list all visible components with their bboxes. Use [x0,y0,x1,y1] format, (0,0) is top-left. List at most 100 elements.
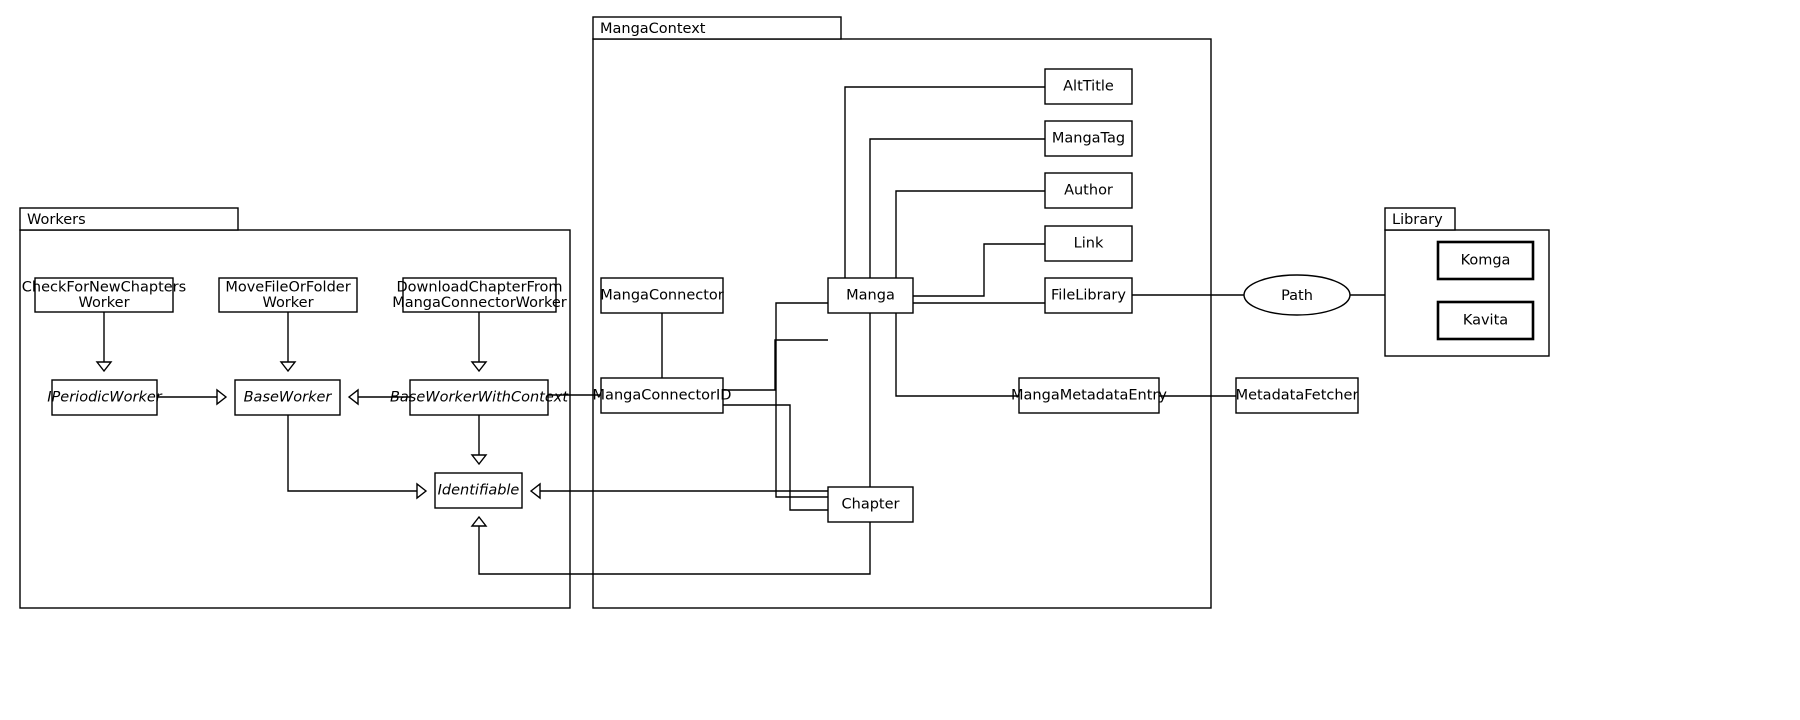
class-name-label: IPeriodicWorker [47,390,162,406]
edge-line [844,86,1045,278]
edge-line [913,243,1045,297]
edge-baseworkerwithcontext-to-identifiable [470,415,488,466]
class-box[interactable] [1044,277,1133,314]
class-box[interactable] [827,277,914,314]
class-box[interactable] [1018,377,1160,414]
inheritance-arrowhead [95,361,113,373]
class-box[interactable] [1235,377,1359,414]
class-node-mangaconnectorid[interactable]: MangaConnectorID [593,377,732,414]
class-node-author[interactable]: Author [1044,172,1133,209]
edge-line [723,339,828,391]
edge-chapter-to-identifiable [529,482,828,500]
class-node-manga[interactable]: Manga [827,277,914,314]
class-name-label: Komga [1461,253,1511,269]
class-box[interactable] [409,379,549,416]
class-box[interactable] [1044,68,1133,105]
edge-manga-to-mangatag [869,138,1045,278]
edge-manga-left-to-identifiable [775,302,828,498]
class-box[interactable] [600,377,724,414]
edge-manga-to-link [913,243,1045,297]
class-box[interactable] [34,277,174,313]
package-tab [19,207,239,231]
class-node-mangaconnector[interactable]: MangaConnector [600,277,724,314]
package-label: Workers [27,212,86,228]
inheritance-arrowhead [416,482,428,500]
edge-mangaconnectorid-to-chapter [723,404,828,511]
inheritance-arrowhead [470,361,488,373]
class-node-chapter[interactable]: Chapter [827,486,914,523]
inheritance-arrowhead [216,388,228,406]
class-name-label: MetadataFetcher [1236,388,1359,404]
class-node-baseworker[interactable]: BaseWorker [234,379,341,416]
ellipse-shape[interactable] [1243,274,1351,316]
class-box[interactable] [1436,240,1535,281]
class-box[interactable] [218,277,358,313]
package-tab [1384,207,1456,231]
class-node-link[interactable]: Link [1044,225,1133,262]
edge-iperiodicworker-to-baseworker [157,388,228,406]
class-name-label: Link [1074,236,1104,252]
edge-baseworker-to-identifiable [287,415,428,500]
class-node-kavita[interactable]: Kavita [1436,300,1535,341]
ellipse-node-path[interactable]: Path [1243,274,1351,316]
class-node-alttitle[interactable]: AltTitle [1044,68,1133,105]
class-box[interactable] [1044,172,1133,209]
class-name-label: BaseWorkerWithContext [390,390,569,406]
class-name-label: Identifiable [438,483,520,499]
class-name-label: FileLibrary [1051,288,1126,304]
package-label: Library [1392,212,1443,228]
class-name-label: Chapter [842,497,900,513]
edge-checkfornewchapters-to-iperiodicworker [95,312,113,373]
class-name-label: MangaConnector [600,288,724,304]
edge-line [478,522,871,575]
class-box[interactable] [600,277,724,314]
class-name-label: Author [1064,183,1113,199]
edge-line [869,138,1045,278]
class-box[interactable] [827,486,914,523]
edge-line [775,302,828,498]
class-node-metadatafetcher[interactable]: MetadataFetcher [1235,377,1359,414]
class-node-filelibrary[interactable]: FileLibrary [1044,277,1133,314]
edge-manga-to-mangametadataentry [895,313,1019,397]
edge-line [287,415,417,492]
class-node-iperiodicworker[interactable]: IPeriodicWorker [47,379,163,416]
class-node-mangametadataentry[interactable]: MangaMetadataEntry [1011,377,1167,414]
class-box[interactable] [402,277,557,313]
class-name-label: Manga [846,288,895,304]
edge-downloadchapter-to-baseworkerwithcontext [470,312,488,373]
package-label: MangaContext [600,21,706,37]
edge-line [895,190,1045,278]
class-box[interactable] [1436,300,1535,341]
class-box[interactable] [1044,225,1133,262]
class-name-label: MangaMetadataEntry [1011,388,1167,404]
class-name-label: BaseWorker [244,390,333,406]
class-node-komga[interactable]: Komga [1436,240,1535,281]
edge-manga-to-alttitle [844,86,1045,278]
class-box[interactable] [234,379,341,416]
edge-line [723,404,828,511]
class-box[interactable] [51,379,158,416]
edge-mangaconnectorid-to-manga [723,339,828,391]
class-node-mangatag[interactable]: MangaTag [1044,120,1133,157]
inheritance-arrowhead [279,361,297,373]
class-node-baseworkerwithcontext[interactable]: BaseWorkerWithContext [390,379,569,416]
class-box[interactable] [434,472,523,509]
inheritance-arrowhead [470,454,488,466]
edge-line [895,313,1019,397]
class-box[interactable] [1044,120,1133,157]
class-name-label: MangaConnectorID [593,388,732,404]
inheritance-arrowhead [347,388,359,406]
class-node-identifiable[interactable]: Identifiable [434,472,523,509]
class-name-label: Kavita [1463,313,1508,329]
edge-manga-to-author [895,190,1045,278]
edges-layer [95,86,1385,575]
inheritance-arrowhead [529,482,541,500]
